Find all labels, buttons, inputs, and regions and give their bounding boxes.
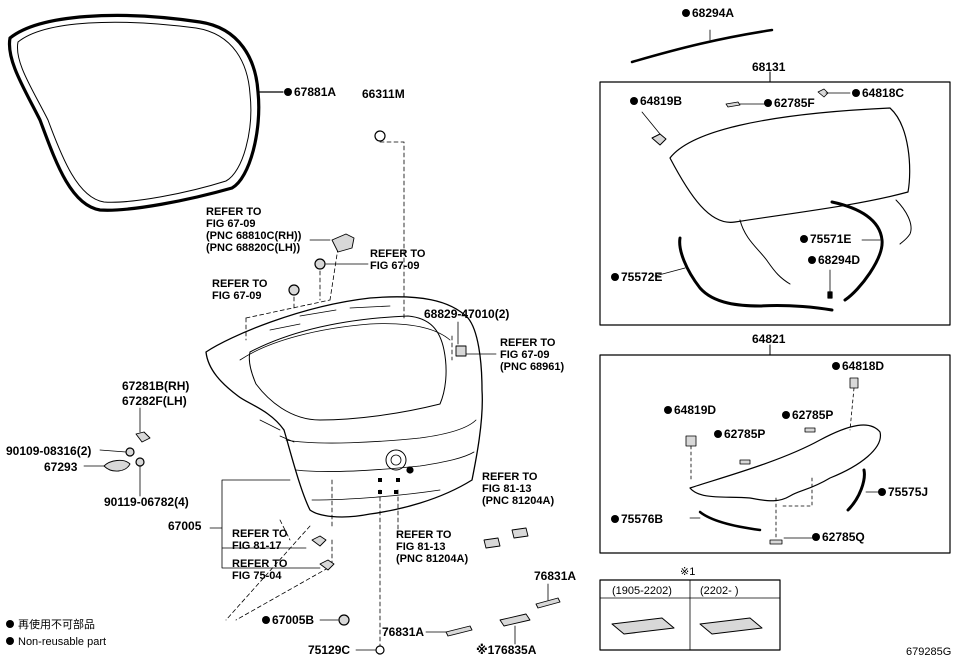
label-76831A-a[interactable]: 76831A bbox=[534, 569, 577, 583]
label-76831A-b[interactable]: 76831A bbox=[382, 625, 425, 639]
label-67282F[interactable]: 67282F(LH) bbox=[122, 394, 187, 408]
label-62785F[interactable]: 62785F bbox=[764, 97, 815, 110]
label-66311M[interactable]: 66311M bbox=[362, 87, 405, 101]
label-75572E[interactable]: 75572E bbox=[611, 271, 662, 284]
non-reusable-dot-icon bbox=[6, 637, 14, 645]
label-67281B[interactable]: 67281B(RH) bbox=[122, 379, 190, 393]
label-68294D[interactable]: 68294D bbox=[808, 254, 860, 267]
back-door-drawing bbox=[205, 296, 483, 518]
group-marker: ※1 bbox=[680, 566, 696, 578]
label-64818C[interactable]: 64818C bbox=[852, 87, 904, 100]
label-68131[interactable]: 68131 bbox=[752, 60, 786, 74]
label-67293[interactable]: 67293 bbox=[44, 460, 78, 474]
weatherstrip-drawing bbox=[7, 13, 261, 212]
label-67881A[interactable]: 67881A bbox=[284, 86, 336, 99]
label-64821[interactable]: 64821 bbox=[752, 332, 786, 346]
label-75575J[interactable]: 75575J bbox=[878, 486, 928, 499]
glass-box bbox=[599, 81, 951, 326]
back-glass bbox=[669, 107, 911, 223]
label-75129C[interactable]: 75129C bbox=[308, 643, 351, 657]
label-64818D[interactable]: 64818D bbox=[832, 360, 884, 373]
label-64819D[interactable]: 64819D bbox=[664, 404, 716, 417]
label-76835A[interactable]: ※176835A bbox=[476, 643, 537, 657]
non-reusable-dot-icon bbox=[6, 620, 14, 628]
label-67005B[interactable]: 67005B bbox=[262, 614, 314, 627]
trim-strip-68294A bbox=[630, 28, 774, 64]
date-range-1: (1905-2202) bbox=[612, 585, 672, 597]
back-door-garnish bbox=[689, 424, 881, 502]
figure-number: 679285G bbox=[906, 646, 952, 658]
legend-en: Non-reusable part bbox=[6, 636, 106, 649]
label-68294A[interactable]: 68294A bbox=[682, 7, 734, 20]
label-67005[interactable]: 67005 bbox=[168, 519, 202, 533]
label-90109-08316[interactable]: 90109-08316(2) bbox=[6, 444, 92, 458]
label-64819B[interactable]: 64819B bbox=[630, 95, 682, 108]
date-range-2: (2202- ) bbox=[700, 585, 739, 597]
label-62785P-a[interactable]: 62785P bbox=[782, 409, 833, 422]
legend-jp: 再使用不可部品 bbox=[6, 619, 95, 632]
label-75576B[interactable]: 75576B bbox=[611, 513, 663, 526]
label-75571E[interactable]: 75571E bbox=[800, 233, 851, 246]
label-90119-06782[interactable]: 90119-06782(4) bbox=[104, 495, 189, 509]
label-62785Q[interactable]: 62785Q bbox=[812, 531, 865, 544]
garnish-box bbox=[599, 354, 951, 554]
label-68829-47010[interactable]: 68829-47010(2) bbox=[424, 307, 510, 321]
label-62785P-b[interactable]: 62785P bbox=[714, 428, 765, 441]
